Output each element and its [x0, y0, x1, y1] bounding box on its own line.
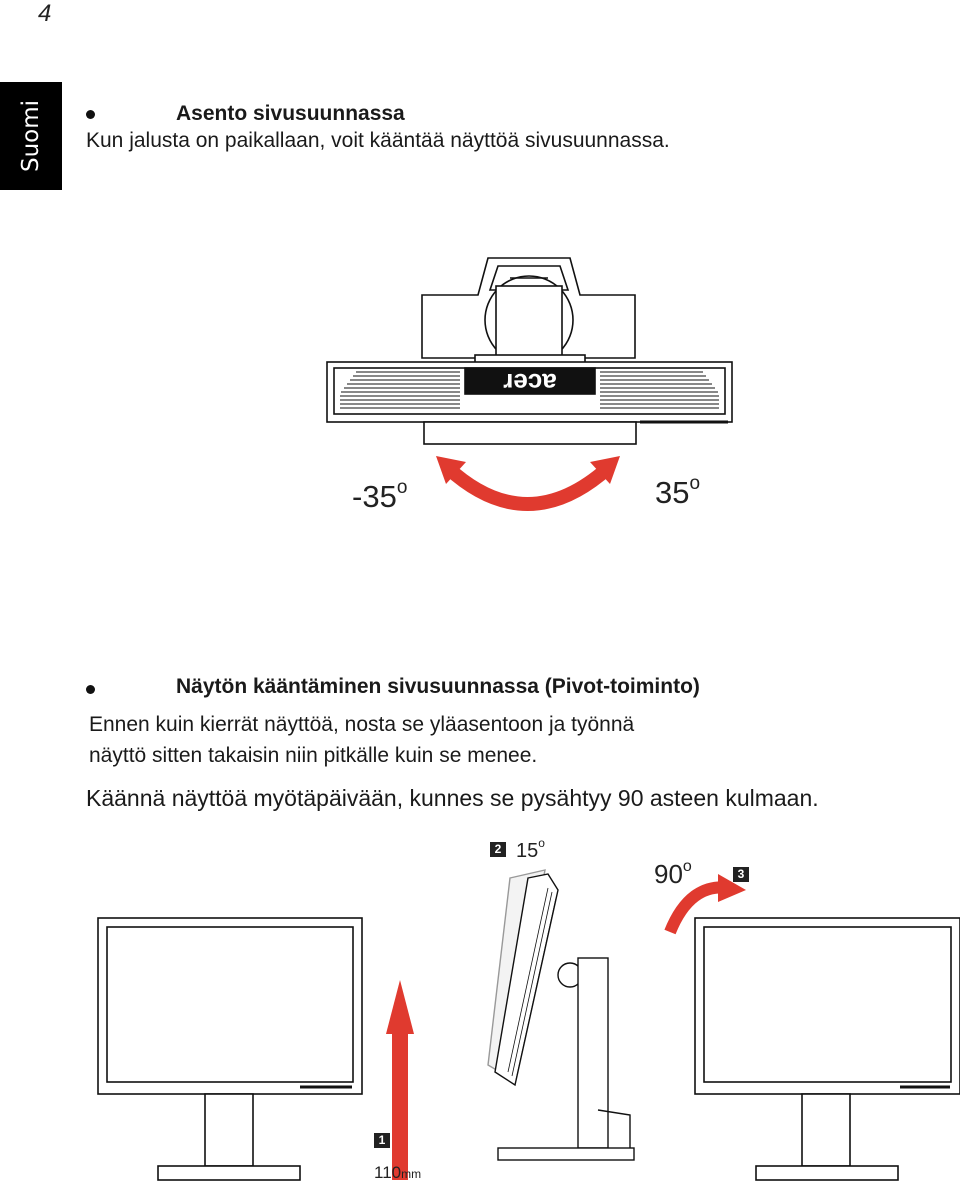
page-number: 4: [38, 0, 52, 27]
monitor-front-step3: [694, 917, 960, 1181]
swivel-arrow-head-right-icon: [590, 456, 620, 484]
lift-arrow-icon: [386, 980, 414, 1180]
monitor-side-step2: [487, 869, 635, 1161]
section-body-pivot-line2: näyttö sitten takaisin niin pitkälle kui…: [89, 744, 538, 767]
pivot-diagram: [97, 869, 960, 1181]
step-2-badge: 2: [490, 842, 506, 857]
rotate-arrow-head-icon: [718, 874, 746, 902]
tilt-unit: o: [538, 836, 545, 850]
section-heading-swivel: Asento sivusuunnassa: [176, 102, 405, 125]
swivel-arrow-icon: [443, 462, 613, 511]
degree-symbol: o: [689, 473, 701, 494]
tilt-value: 15: [516, 840, 539, 862]
section-heading-pivot: Näytön kääntäminen sivusuunnassa (Pivot-…: [176, 675, 700, 698]
bullet-icon: [86, 685, 95, 694]
step-3-badge: 3: [733, 867, 749, 882]
step-1-badge: 1: [374, 1133, 390, 1148]
section-body-pivot-line1: Ennen kuin kierrät näyttöä, nosta se ylä…: [89, 713, 635, 736]
lift-value: 110: [374, 1163, 402, 1182]
language-tab: Suomi: [0, 82, 62, 190]
step-2-label: 15o: [516, 836, 545, 863]
step-3-label: 90o: [654, 858, 692, 890]
right-angle-value: 35: [655, 475, 690, 510]
section-body-swivel: Kun jalusta on paikallaan, voit kääntää …: [86, 129, 670, 152]
swivel-right-angle: 35o: [655, 473, 700, 511]
brand-logo: acer: [503, 368, 557, 398]
swivel-arrow-head-left-icon: [436, 456, 466, 484]
monitor-top-view: [326, 257, 733, 445]
rotate-unit: o: [682, 858, 692, 875]
pivot-instruction: Käännä näyttöä myötäpäivään, kunnes se p…: [86, 785, 819, 811]
lift-unit: mm: [401, 1167, 422, 1181]
rotate-value: 90: [654, 859, 683, 889]
language-tab-label: Suomi: [18, 99, 44, 173]
left-angle-value: -35: [352, 479, 397, 514]
swivel-diagram: acer: [326, 257, 733, 511]
degree-symbol: o: [396, 477, 408, 498]
step-1-label: 110mm: [374, 1163, 421, 1183]
monitor-front-step1: [97, 917, 363, 1181]
swivel-left-angle: -35o: [352, 477, 407, 515]
bullet-icon: [86, 110, 95, 119]
